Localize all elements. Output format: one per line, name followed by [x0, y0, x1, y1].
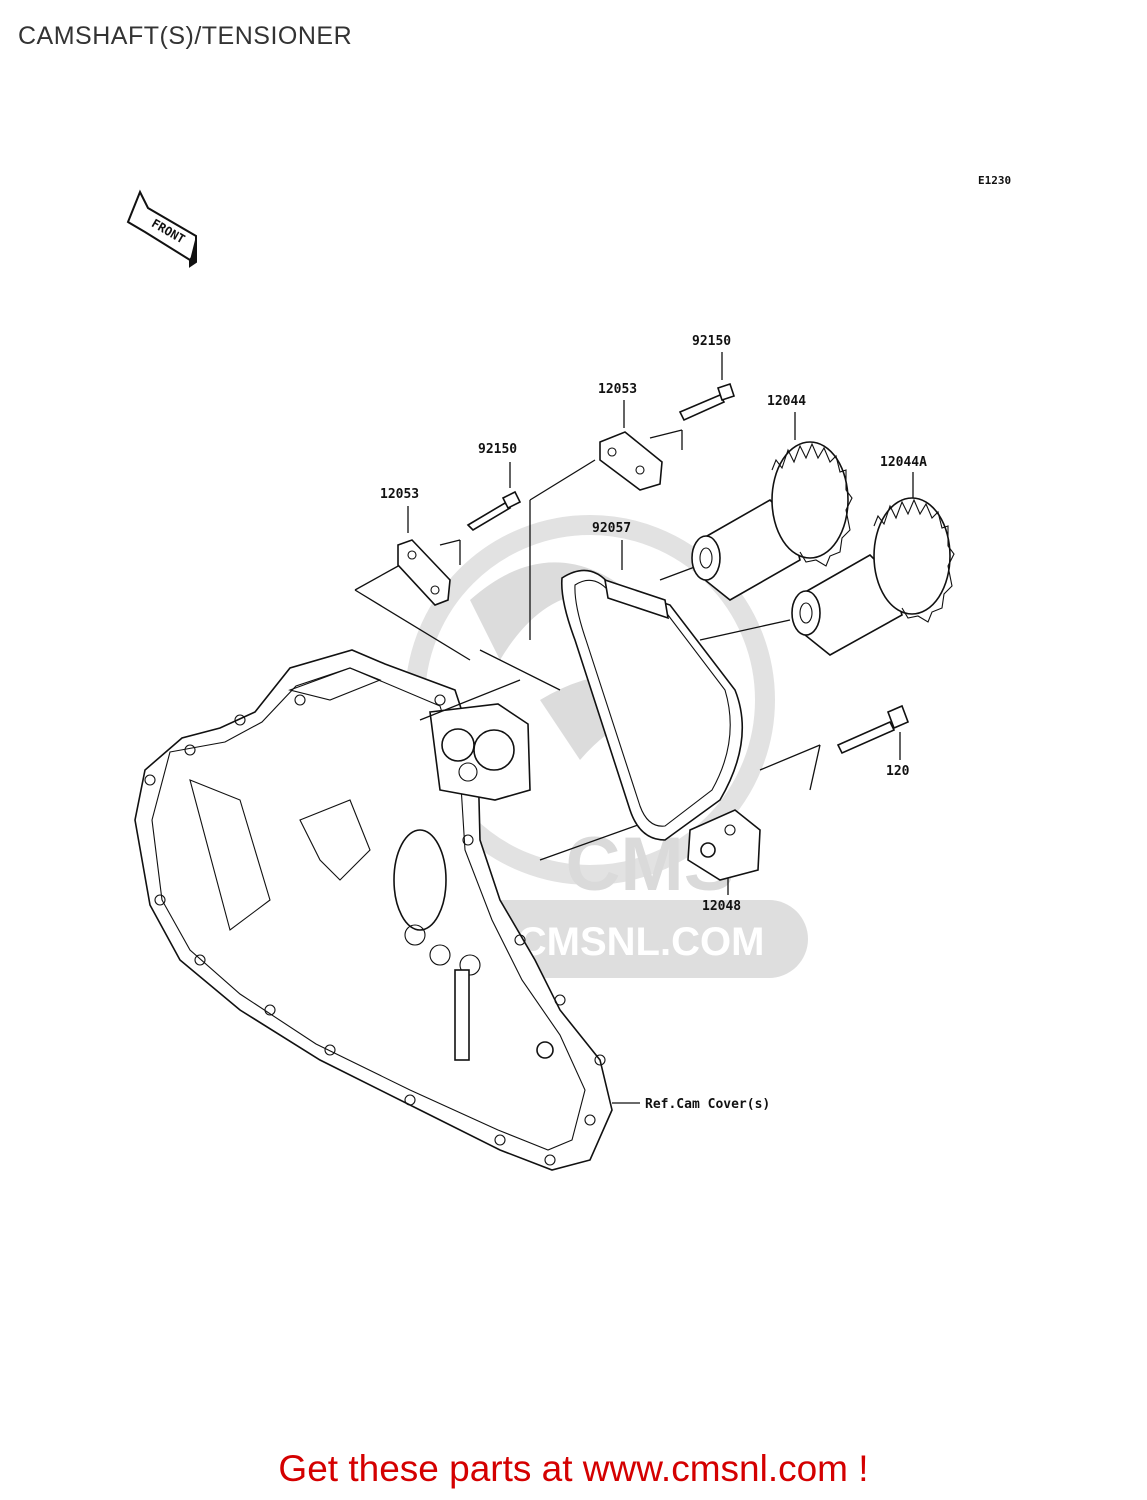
camshaft-rear [791, 472, 955, 656]
page-title: CAMSHAFT(S)/TENSIONER [18, 22, 353, 50]
callout-12048: 12048 [702, 899, 741, 914]
chain-tensioner [687, 809, 761, 895]
callout-12053-left: 12053 [380, 487, 419, 502]
assembly-lines [354, 459, 821, 861]
bolt-left [439, 462, 522, 565]
bolt-tensioner [836, 704, 910, 760]
cam-chain [560, 540, 744, 841]
callout-ref-cam-cover: Ref.Cam Cover(s) [645, 1097, 770, 1112]
callout-12044: 12044 [767, 394, 806, 409]
callout-120: 120 [886, 764, 910, 779]
callout-92057: 92057 [592, 521, 631, 536]
callout-92150-left: 92150 [478, 442, 517, 457]
chain-guide-left [397, 506, 451, 606]
callout-labels: 92150 12053 12044 12044A 92150 12053 920… [380, 334, 927, 1112]
cam-cover-housing [134, 649, 640, 1171]
chain-guide-top [599, 400, 663, 491]
callout-92150-top: 92150 [692, 334, 731, 349]
camshaft-front [691, 412, 853, 601]
callout-12044a: 12044A [880, 455, 927, 470]
bolt-top [649, 352, 736, 450]
callout-12053-top: 12053 [598, 382, 637, 397]
get-parts-link[interactable]: Get these parts at www.cmsnl.com ! [278, 1448, 869, 1489]
front-arrow-icon: FRONT [126, 189, 197, 268]
diagram-code: E1230 [978, 174, 1011, 187]
